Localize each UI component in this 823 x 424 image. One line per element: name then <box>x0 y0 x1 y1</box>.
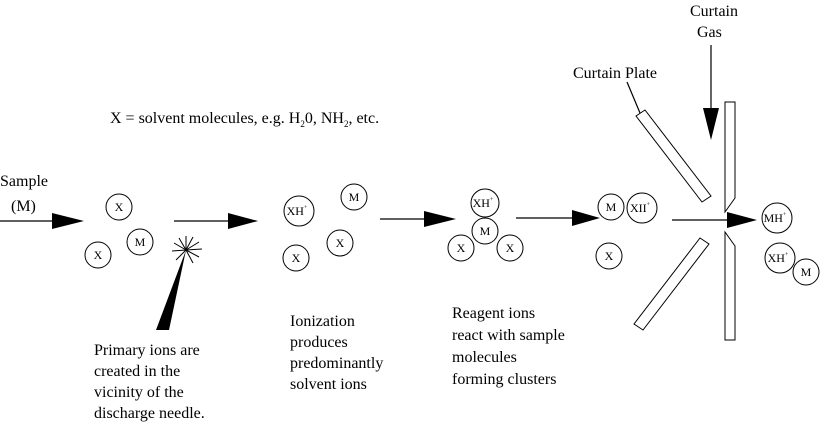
svg-text:discharge needle.: discharge needle. <box>94 405 205 422</box>
svg-text:react with sample: react with sample <box>452 327 565 344</box>
ion-mh-plus: MH+ <box>761 202 793 234</box>
ion-x: X <box>447 234 475 262</box>
svg-text:Primary ions are: Primary ions are <box>94 342 200 359</box>
ion-xii-plus: XII+ <box>626 192 658 224</box>
ion-m: M <box>340 183 368 211</box>
svg-text:X: X <box>336 236 345 250</box>
caption-primary-ions: Primary ions are created in the vicinity… <box>94 342 205 422</box>
ion-x: X <box>282 244 310 272</box>
ion-x: X <box>84 241 112 269</box>
svg-text:M: M <box>349 190 360 204</box>
svg-text:predominantly: predominantly <box>290 355 383 372</box>
svg-text:Reagent ions: Reagent ions <box>452 305 535 322</box>
discharge-needle <box>156 250 186 330</box>
caption-reagent-ions: Reagent ions react with sample molecules… <box>452 305 565 388</box>
sample-label-m: (M) <box>11 198 36 215</box>
ion-x: X <box>105 193 133 221</box>
svg-text:X: X <box>94 248 103 262</box>
ion-xh-plus: XH+ <box>283 195 315 227</box>
flow-arrow-3 <box>380 211 456 227</box>
svg-text:X: X <box>506 241 515 255</box>
svg-text:M: M <box>135 235 146 249</box>
svg-text:MH+: MH+ <box>764 211 787 225</box>
flow-arrow-5 <box>672 212 757 228</box>
svg-text:solvent ions: solvent ions <box>290 376 367 393</box>
curtain-plate-lower <box>633 237 710 331</box>
flow-arrow-2 <box>174 213 258 229</box>
ion-xh-plus: XH+ <box>470 188 500 218</box>
svg-text:X: X <box>292 251 301 265</box>
caption-ionization: Ionization produces predominantly solven… <box>290 313 383 393</box>
svg-text:XII+: XII+ <box>630 201 651 215</box>
sample-label: Sample <box>0 173 48 190</box>
ion-x: X <box>326 229 354 257</box>
svg-text:XH+: XH+ <box>473 196 494 210</box>
svg-text:X: X <box>115 200 124 214</box>
svg-text:M: M <box>480 224 491 238</box>
svg-text:created in the: created in the <box>94 363 180 380</box>
svg-text:XH+: XH+ <box>768 251 789 265</box>
svg-text:produces: produces <box>290 334 348 351</box>
curtain-plate-upper <box>635 109 712 203</box>
svg-text:M: M <box>801 265 812 279</box>
spark-icon <box>171 236 203 264</box>
svg-text:forming clusters: forming clusters <box>452 371 556 388</box>
flow-arrow-4 <box>516 210 600 226</box>
ion-m: M <box>792 258 820 286</box>
ion-m: M <box>597 193 625 221</box>
svg-text:X: X <box>605 249 614 263</box>
orifice-plate-upper <box>724 101 736 214</box>
flow-arrow-1 <box>0 213 84 229</box>
solvent-legend: X = solvent molecules, e.g. H20, NH2, et… <box>110 110 379 129</box>
svg-text:XH+: XH+ <box>287 204 308 218</box>
curtain-gas-label-2: Gas <box>697 24 722 41</box>
orifice-plate-lower <box>724 230 736 341</box>
svg-text:M: M <box>606 200 617 214</box>
ion-x: X <box>496 234 524 262</box>
svg-text:molecules: molecules <box>452 349 517 366</box>
curtain-plate-label: Curtain Plate <box>573 65 657 82</box>
curtain-plate-label-leader <box>626 81 641 114</box>
svg-text:vicinity of the: vicinity of the <box>94 384 184 401</box>
ion-x: X <box>595 242 623 270</box>
ion-m: M <box>471 217 499 245</box>
ion-m: M <box>126 228 154 256</box>
curtain-gas-arrow <box>703 45 719 140</box>
curtain-gas-label: Curtain <box>690 3 738 20</box>
svg-text:X: X <box>457 241 466 255</box>
ion-xh-plus: XH+ <box>764 242 796 274</box>
svg-text:Ionization: Ionization <box>290 313 355 330</box>
